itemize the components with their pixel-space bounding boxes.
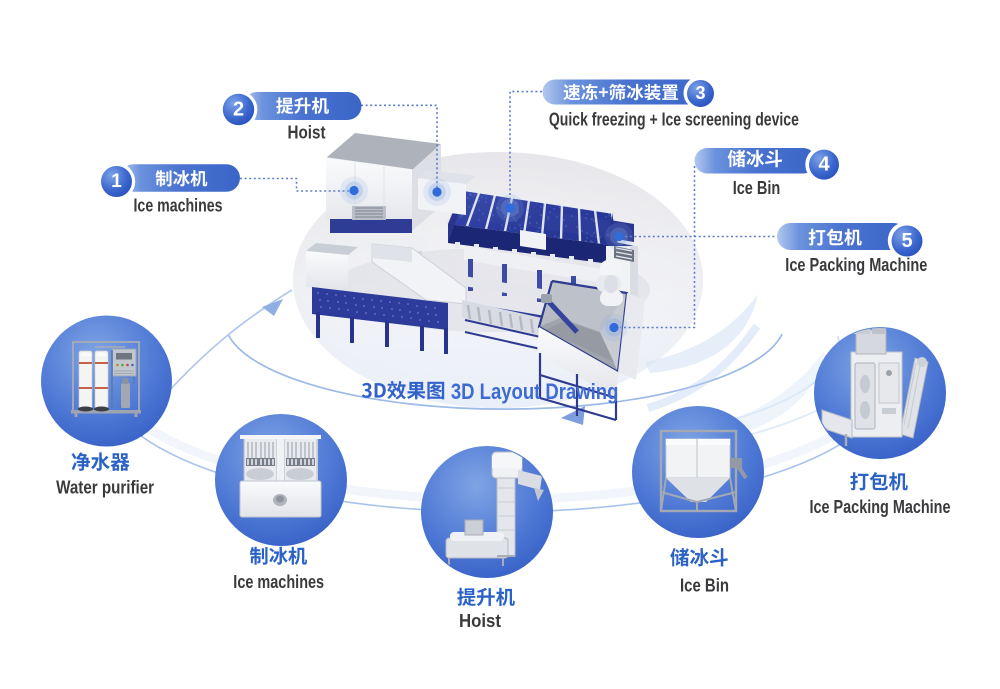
svg-text:Hoist: Hoist [288,123,326,143]
svg-text:4: 4 [818,153,830,175]
svg-text:Ice machines: Ice machines [233,572,324,592]
svg-text:Ice Bin: Ice Bin [680,576,729,596]
svg-text:Ice Packing Machine: Ice Packing Machine [785,255,927,275]
svg-text:Ice Bin: Ice Bin [733,178,781,198]
svg-text:3: 3 [695,83,705,103]
svg-text:Water purifier: Water purifier [56,477,154,497]
svg-text:1: 1 [111,171,122,192]
svg-text:Hoist: Hoist [459,611,501,631]
svg-text:Ice machines: Ice machines [134,196,223,216]
svg-text:2: 2 [233,98,244,120]
svg-text:3D Layout Drawing: 3D Layout Drawing [451,379,619,404]
svg-text:Ice Packing Machine: Ice Packing Machine [810,497,951,517]
svg-text:Quick freezing + Ice screening: Quick freezing + Ice screening device [549,110,799,130]
svg-text:5: 5 [901,230,912,252]
